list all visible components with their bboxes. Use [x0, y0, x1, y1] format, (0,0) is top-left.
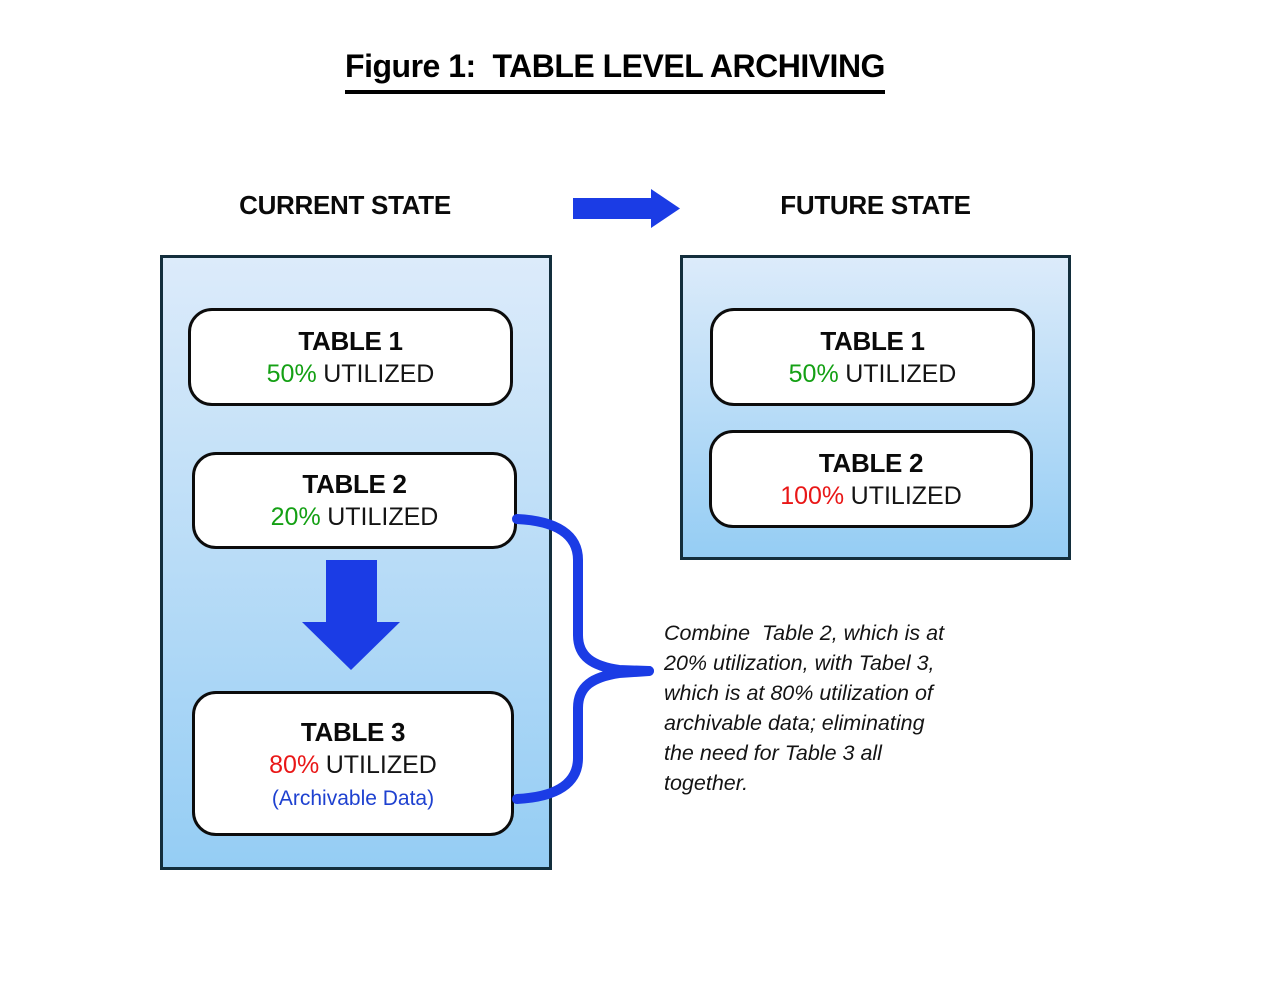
table-name: TABLE 3	[300, 716, 406, 747]
utilization-percent: 50%	[266, 359, 317, 388]
figure-title-row: Figure 1: TABLE LEVEL ARCHIVING	[0, 48, 1230, 94]
table-name: TABLE 2	[818, 447, 924, 478]
future-state-heading: FUTURE STATE	[780, 190, 971, 220]
utilization-percent: 20%	[270, 503, 321, 531]
utilization-label: UTILIZED	[327, 503, 439, 531]
right-arrow-icon	[573, 189, 680, 228]
future-state-panel: TABLE 1 50%UTILIZED TABLE 2 100%UTILIZED	[680, 255, 1071, 560]
utilization-label: UTILIZED	[325, 750, 437, 779]
utilization-percent: 80%	[269, 750, 320, 779]
utilization-percent: 100%	[780, 481, 845, 510]
utilization-label: UTILIZED	[323, 359, 435, 388]
future-table-2-card: TABLE 2 100%UTILIZED	[709, 430, 1033, 528]
future-table-1-card: TABLE 1 50%UTILIZED	[710, 308, 1035, 406]
table-utilization: 50%UTILIZED	[789, 360, 957, 389]
table-utilization: 100%UTILIZED	[780, 482, 962, 511]
table-utilization: 80%UTILIZED	[269, 751, 437, 780]
table-name: TABLE 2	[302, 469, 407, 499]
figure-title: Figure 1: TABLE LEVEL ARCHIVING	[345, 48, 885, 94]
table-utilization: 50%UTILIZED	[267, 360, 435, 389]
curly-brace-icon	[512, 514, 654, 804]
current-table-1-card: TABLE 1 50%UTILIZED	[188, 308, 513, 406]
table-name: TABLE 1	[298, 325, 403, 356]
utilization-label: UTILIZED	[845, 359, 957, 388]
table-utilization: 20%UTILIZED	[271, 503, 439, 532]
utilization-label: UTILIZED	[850, 481, 962, 510]
down-arrow-icon	[302, 560, 400, 670]
current-table-2-card: TABLE 2 20%UTILIZED	[192, 452, 517, 549]
current-state-heading: CURRENT STATE	[239, 190, 451, 220]
utilization-percent: 50%	[788, 359, 839, 388]
combine-annotation-text: Combine Table 2, which is at 20% utiliza…	[664, 621, 945, 795]
current-table-3-card: TABLE 3 80%UTILIZED (Archivable Data)	[192, 691, 514, 836]
table-name: TABLE 1	[820, 325, 925, 356]
archivable-data-note: (Archivable Data)	[271, 786, 435, 810]
current-state-panel: TABLE 1 50%UTILIZED TABLE 2 20%UTILIZED …	[160, 255, 552, 870]
